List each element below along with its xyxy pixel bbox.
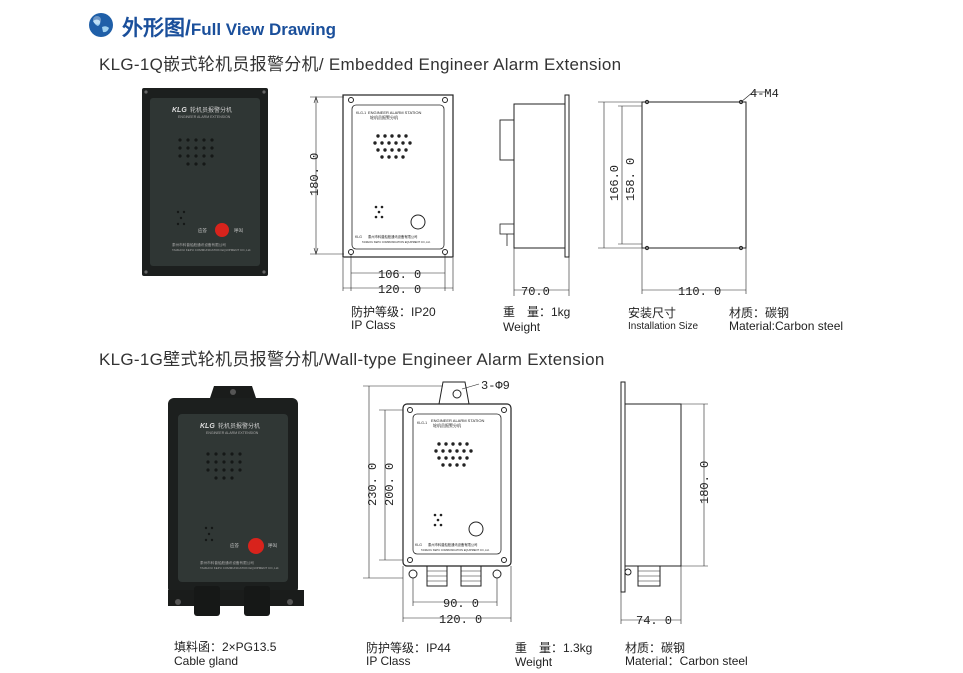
svg-text:166.0: 166.0 [608,165,622,201]
svg-text:轮机员报警分机: 轮机员报警分机 [218,422,260,430]
embedded-front-drawing: ENGINEER ALARM STATION 轮机员报警分机 KLG-1 KLG… [308,94,454,296]
svg-text:110. 0: 110. 0 [678,285,721,296]
s2-weight-cn: 重 量：1.3kg [515,641,593,655]
svg-text:TAIZHOU KEPU COMMUNICATION EQU: TAIZHOU KEPU COMMUNICATION EQUIPMENT CO.… [362,240,431,244]
wall-unit-photo: KLG 轮机员报警分机 ENGINEER ALARM EXTENSION 应答 … [168,386,304,616]
s2-gland-cn: 填料函：2×PG13.5 [174,640,277,654]
svg-text:230. 0: 230. 0 [366,463,380,506]
svg-text:KLG: KLG [200,423,215,430]
svg-text:KLG: KLG [355,235,362,239]
svg-text:200. 0: 200. 0 [383,463,397,506]
svg-text:ENGINEER ALARM EXTENSION: ENGINEER ALARM EXTENSION [206,431,259,435]
svg-text:泰州市科普船舶通讯设备有限公司: 泰州市科普船舶通讯设备有限公司 [428,542,477,547]
s2-material-cn: 材质：碳钢 [625,641,686,655]
name-en-label: ENGINEER ALARM EXTENSION [178,115,231,119]
brand-label: KLG [172,107,187,114]
svg-text:应答: 应答 [230,542,239,549]
s1-ip-en: IP Class [351,318,396,332]
embedded-side-drawing: 70.0 [499,94,570,296]
svg-text:轮机员报警分机: 轮机员报警分机 [370,114,398,120]
s2-gland-en: Cable gland [174,654,239,668]
page-title-cn: 外形图/ [122,17,191,40]
installation-drawing: 166.0 158. 0 110. 0 4-M4 [598,87,779,296]
s2-material-en: Material：Carbon steel [625,654,748,668]
svg-text:180. 0: 180. 0 [698,461,710,504]
svg-text:90. 0: 90. 0 [443,597,479,611]
call-button-photo [215,223,229,237]
svg-text:70.0: 70.0 [521,285,550,296]
s1-material-cn: 材质：碳钢 [729,306,790,320]
embedded-unit-photo: KLG 轮机员报警分机 ENGINEER ALARM EXTENSION 应答 … [142,88,268,276]
svg-text:应答: 应答 [198,227,207,234]
svg-text:KLG-1: KLG-1 [356,111,366,115]
svg-text:TAIZHOU KEPU COMMUNICATION EQU: TAIZHOU KEPU COMMUNICATION EQUIPMENT CO.… [200,566,279,570]
svg-text:180. 0: 180. 0 [308,153,322,196]
s2-ip-en: IP Class [366,654,411,668]
svg-text:TAIZHOU KEPU COMMUNICATION EQU: TAIZHOU KEPU COMMUNICATION EQUIPMENT CO.… [172,248,251,252]
svg-text:KLG-1: KLG-1 [417,421,427,425]
s1-material-en: Material:Carbon steel [729,319,844,333]
svg-text:3-Φ9: 3-Φ9 [481,379,510,393]
s1-install-en: Installation Size [628,321,699,332]
page-title: 外形图/Full View Drawing [122,12,336,42]
wall-front-drawing: 3-Φ9 ENGINEER ALARM STATION 轮机员报警分机 KLG-… [363,379,512,626]
s1-install-cn: 安装尺寸 [628,306,677,320]
svg-text:TAIZHOU KEPU COMMUNICATION EQU: TAIZHOU KEPU COMMUNICATION EQUIPMENT CO.… [421,548,490,552]
s1-weight-en: Weight [503,320,541,334]
svg-text:106. 0: 106. 0 [378,268,421,282]
svg-text:ENGINEER ALARM STATION: ENGINEER ALARM STATION [431,418,485,423]
svg-text:轮机员报警分机: 轮机员报警分机 [433,422,461,428]
s1-weight-cn: 重 量：1kg [503,305,571,319]
svg-text:ENGINEER ALARM STATION: ENGINEER ALARM STATION [368,110,422,115]
svg-text:120. 0: 120. 0 [378,283,421,296]
name-cn-label: 轮机员报警分机 [190,106,232,114]
svg-text:呼叫: 呼叫 [268,542,277,549]
s1-ip-cn: 防护等级：IP20 [351,305,436,319]
svg-text:泰州市科普船舶通讯设备有限公司: 泰州市科普船舶通讯设备有限公司 [172,242,226,247]
svg-text:120. 0: 120. 0 [439,613,482,626]
page-title-en: Full View Drawing [190,20,336,39]
svg-text:泰州市科普船舶通讯设备有限公司: 泰州市科普船舶通讯设备有限公司 [368,234,417,239]
svg-text:呼叫: 呼叫 [234,227,243,234]
section2-title: KLG-1G壁式轮机员报警分机/Wall-type Engineer Alarm… [99,350,605,369]
section1-title: KLG-1Q嵌式轮机员报警分机/ Embedded Engineer Alarm… [99,55,622,74]
globe-icon [89,13,113,37]
svg-text:158. 0: 158. 0 [624,158,638,201]
svg-text:泰州市科普船舶通讯设备有限公司: 泰州市科普船舶通讯设备有限公司 [200,560,254,565]
svg-text:4-M4: 4-M4 [750,87,779,101]
svg-text:74. 0: 74. 0 [636,614,672,626]
s2-ip-cn: 防护等级：IP44 [366,641,451,655]
s2-weight-en: Weight [515,655,553,669]
wall-side-drawing: 180. 0 74. 0 [620,381,710,626]
svg-text:KLG: KLG [415,543,422,547]
